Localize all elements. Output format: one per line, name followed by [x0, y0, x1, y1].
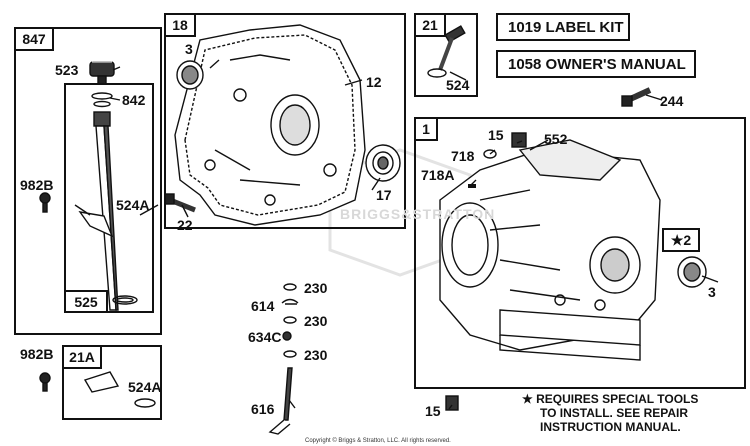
part-982b-top: 982B [20, 177, 54, 193]
box-21a [62, 345, 162, 420]
part-552: 552 [544, 131, 568, 147]
tag-525: 525 [64, 290, 108, 313]
cylinder-block [439, 139, 661, 361]
note-line-2: TO INSTALL. SEE REPAIR [540, 406, 689, 420]
part-524: 524 [446, 77, 470, 93]
part-524a-bottom: 524A [128, 379, 162, 395]
part-230-a: 230 [304, 280, 328, 296]
box-1 [414, 117, 746, 389]
special-tools-note: ★ REQUIRES SPECIAL TOOLS TO INSTALL. SEE… [522, 392, 744, 434]
screw-982b-bottom [39, 372, 51, 392]
part-17: 17 [376, 187, 392, 203]
governor-parts [281, 283, 299, 358]
owners-manual-box: 1058 OWNER'S MANUAL [496, 50, 696, 78]
tag-1: 1 [414, 117, 438, 141]
part-12: 12 [366, 74, 382, 90]
part-524a-top: 524A [116, 197, 150, 213]
note-line-1-text: REQUIRES SPECIAL TOOLS [536, 392, 699, 406]
screw-982b-top [39, 192, 51, 213]
box-21 [414, 13, 478, 97]
part-15-top: 15 [488, 127, 504, 143]
watermark: BRIGGS&STRATTON [340, 206, 496, 222]
part-22: 22 [177, 217, 193, 233]
oil-seal-top [176, 60, 204, 90]
part-616: 616 [251, 401, 275, 417]
star-icon: ★ [522, 392, 533, 406]
governor-shaft [268, 367, 293, 435]
part-230-b: 230 [304, 313, 328, 329]
part-982b-bottom: 982B [20, 346, 54, 362]
crankcase-cover [174, 24, 366, 226]
part-842: 842 [122, 92, 146, 108]
part-3-top: 3 [185, 41, 193, 57]
tag-21: 21 [414, 13, 446, 37]
part-15-bottom: 15 [425, 403, 441, 419]
tag-18: 18 [164, 13, 196, 37]
label-kit-box: 1019 LABEL KIT [496, 13, 630, 41]
breather-21 [427, 25, 466, 78]
part-614: 614 [251, 298, 275, 314]
dipstick-assembly [78, 61, 138, 311]
oil-seal-right [677, 256, 707, 288]
part-523: 523 [55, 62, 79, 78]
part-3-right: 3 [708, 284, 716, 300]
box-18 [164, 13, 406, 229]
part-230-c: 230 [304, 347, 328, 363]
note-line-1: ★ REQUIRES SPECIAL TOOLS [522, 392, 744, 406]
box-847 [14, 27, 162, 335]
fitting-244 [621, 87, 652, 107]
bearing-17 [365, 144, 401, 182]
part-718: 718 [451, 148, 475, 164]
tag-2: ★2 [662, 228, 700, 252]
note-line-3: INSTRUCTION MANUAL. [540, 420, 681, 434]
part-718a: 718A [421, 167, 455, 183]
tag-847: 847 [14, 27, 54, 51]
tag-21a: 21A [62, 345, 102, 369]
part-244: 244 [660, 93, 684, 109]
part-634c: 634C [248, 329, 282, 345]
box-525 [64, 83, 154, 313]
breather-cover-21a [83, 371, 156, 408]
plug-15-bottom [445, 395, 459, 411]
star-icon: ★ [670, 232, 684, 248]
copyright: Copyright © Briggs & Stratton, LLC. All … [305, 438, 451, 444]
tag-2-label: 2 [683, 232, 692, 248]
